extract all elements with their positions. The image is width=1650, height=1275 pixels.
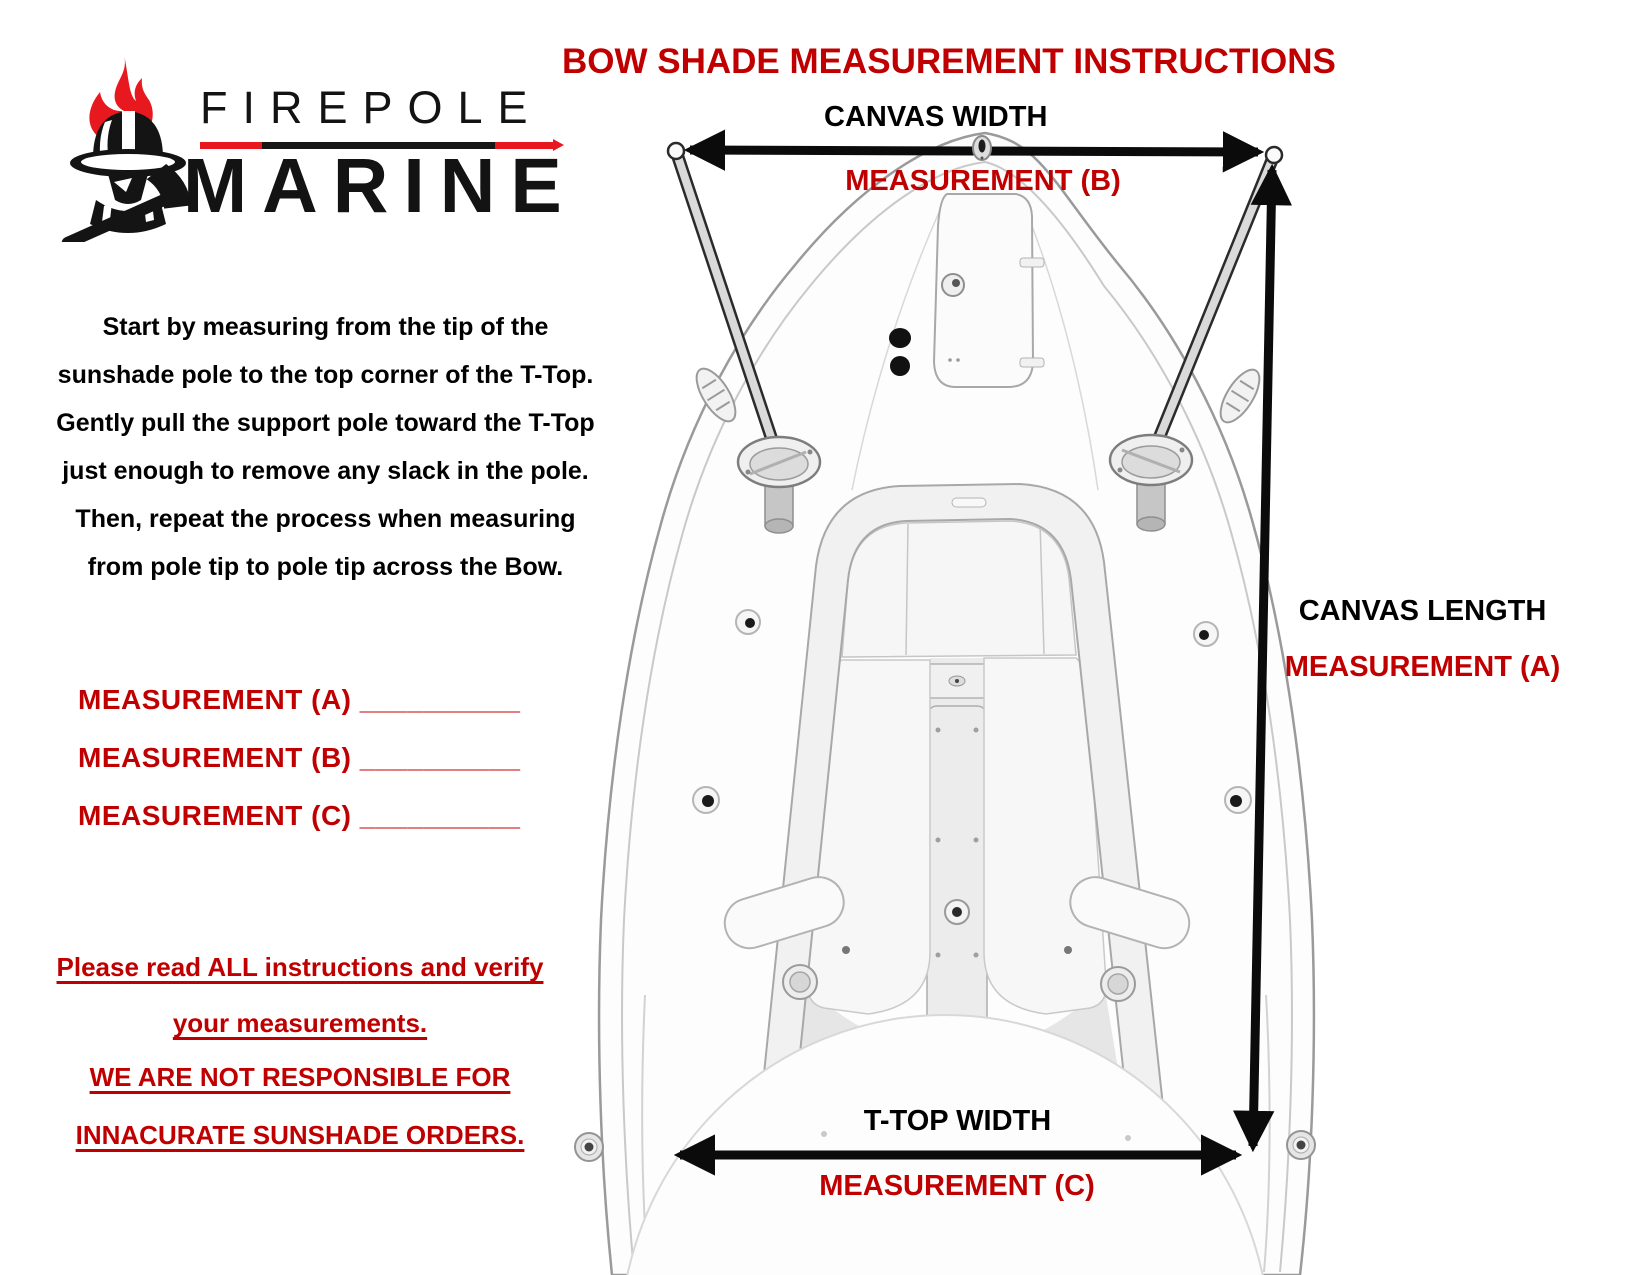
deck-vent: [1219, 368, 1261, 424]
measurement-b-field: MEASUREMENT (B) __________: [78, 742, 521, 774]
walkway-panel: [926, 705, 988, 1037]
ttop-width-measurement-label: MEASUREMENT (C): [819, 1170, 1095, 1202]
screw: [842, 946, 850, 954]
boat-diagram: [574, 129, 1316, 1275]
pole-tip-left: [666, 141, 686, 161]
pole-tip-right: [1264, 145, 1284, 165]
rod-holder-right-flange: [1108, 433, 1194, 487]
warning-line: Please read ALL instructions and verify: [56, 952, 544, 982]
screw: [1064, 946, 1072, 954]
bow-walkway: [924, 658, 990, 1074]
measurement-c-field-label: MEASUREMENT (C): [78, 800, 352, 831]
rod-holder-left-flange: [736, 435, 822, 489]
instruction-line: Then, repeat the process when measuring: [75, 505, 576, 533]
armrest-right: [1069, 876, 1191, 950]
warning-line: INNACURATE SUNSHADE ORDERS.: [75, 1120, 525, 1150]
bow-seat-cushions: [807, 520, 1107, 1015]
instruction-line: sunshade pole to the top corner of the T…: [57, 361, 594, 389]
logo-divider-line: [200, 139, 564, 151]
sunshade-pole-left: [669, 144, 784, 462]
instruction-line: from pole tip to pole tip across the Bow…: [87, 553, 564, 581]
cup-holder-chrome: [782, 964, 1136, 1002]
warning-line: WE ARE NOT RESPONSIBLE FOR: [89, 1062, 511, 1092]
firefighter-helmet-axe-icon: [61, 54, 192, 242]
measurement-b-field-blank: __________: [359, 742, 521, 773]
logo-word-firepole: FIREPOLE: [200, 82, 543, 133]
hatch-hinge: [1019, 257, 1045, 268]
helmet-icon: [70, 111, 186, 177]
instruction-line: Start by measuring from the tip of the: [102, 313, 549, 341]
bow-hatch: [932, 193, 1045, 388]
canvas-width-label: CANVAS WIDTH: [824, 101, 1048, 133]
divider-red-segment: [495, 141, 553, 149]
divider-black-segment: [262, 141, 495, 149]
coaming-handle: [951, 497, 987, 508]
instruction-line: Gently pull the support pole toward the …: [56, 409, 595, 437]
bow-nav-light: [972, 135, 992, 161]
page-title: BOW SHADE MEASUREMENT INSTRUCTIONS: [562, 42, 1336, 81]
measurement-a-field: MEASUREMENT (A) __________: [78, 684, 521, 716]
measurement-c-field: MEASUREMENT (C) __________: [78, 800, 521, 832]
armrest-left: [723, 876, 845, 950]
canvas-width-measurement-label: MEASUREMENT (B): [845, 165, 1121, 197]
measurement-c-field-blank: __________: [359, 800, 521, 831]
deck-plug: [890, 356, 910, 376]
measurement-b-field-label: MEASUREMENT (B): [78, 742, 352, 773]
axe-icon: [61, 163, 192, 242]
divider-red-segment: [200, 141, 262, 149]
canvas-length-measurement-label: MEASUREMENT (A): [1284, 651, 1561, 683]
deck-vent: [695, 367, 737, 423]
measurement-a-field-label: MEASUREMENT (A): [78, 684, 352, 715]
logo-word-marine: MARINE: [183, 143, 577, 229]
canvas-length-label: CANVAS LENGTH: [1298, 595, 1547, 627]
canvas-length-arrow: [1232, 163, 1293, 1153]
deck-plug: [889, 328, 911, 348]
sunshade-pole-right: [1146, 148, 1281, 460]
instruction-line: just enough to remove any slack in the p…: [62, 457, 589, 485]
ttop-width-label: T-TOP WIDTH: [863, 1105, 1052, 1137]
intro-paragraph: Start by measuring from the tip of the s…: [8, 303, 643, 591]
warning-line: your measurements.: [172, 1008, 428, 1038]
hatch-hinge: [1019, 357, 1045, 368]
divider-arrow-icon: [553, 139, 564, 151]
measurement-a-field-blank: __________: [359, 684, 521, 715]
